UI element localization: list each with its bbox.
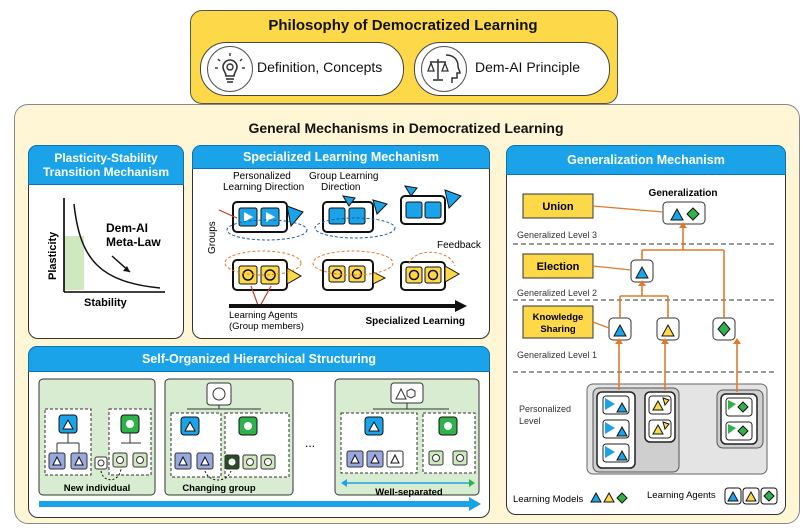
dem-ai-law-line1: Dem-AI bbox=[106, 221, 148, 235]
generalization-diagram: Generalization Union Generalized Level 3… bbox=[513, 188, 778, 505]
stage-new-individual-label: New individual bbox=[64, 483, 131, 494]
level3-label: Generalized Level 3 bbox=[517, 230, 597, 240]
dem-ai-law-line2: Meta-Law bbox=[106, 235, 161, 249]
groups-label: Groups bbox=[207, 221, 218, 254]
plasticity-stability-header: Plasticity-Stability Transition Mechanis… bbox=[28, 145, 184, 185]
definition-concepts-label: Definition, Concepts bbox=[257, 59, 383, 75]
feedback-label: Feedback bbox=[437, 240, 482, 251]
plasticity-title-line2: Transition Mechanism bbox=[42, 165, 170, 179]
knowledge-sharing-box bbox=[522, 305, 594, 339]
legend-models-label: Learning Models bbox=[513, 494, 583, 505]
general-mechanisms-title: General Mechanisms in Democratized Learn… bbox=[248, 120, 564, 136]
specialized-learning-arrow-label: Specialized Learning bbox=[366, 316, 465, 327]
personalized-direction-line1: Personalized bbox=[233, 171, 291, 182]
hierarchical-progress-arrow bbox=[39, 501, 469, 507]
specialized-learning-header: Specialized Learning Mechanism bbox=[192, 145, 490, 169]
definition-concepts-pill[interactable]: Definition, Concepts bbox=[200, 42, 404, 96]
personalized-direction-line2: Learning Direction bbox=[223, 182, 304, 193]
stage-ellipsis: ... bbox=[305, 436, 315, 450]
plasticity-shaded-area bbox=[64, 236, 84, 290]
personalized-level-line1: Personalized bbox=[519, 404, 571, 414]
level1-label: Generalized Level 1 bbox=[517, 350, 597, 360]
yellow-group-stage2 bbox=[312, 250, 394, 291]
group-direction-line2: Direction bbox=[321, 182, 360, 193]
philosophy-title: Philosophy of Democratized Learning bbox=[268, 16, 538, 34]
election-box bbox=[522, 253, 594, 279]
plasticity-axis-label: Plasticity bbox=[47, 231, 59, 280]
hierarchical-header: Self-Organized Hierarchical Structuring bbox=[28, 346, 490, 372]
blue-group-stage2 bbox=[314, 195, 396, 239]
aggregation-connectors bbox=[618, 226, 738, 392]
personalized-level-line2: Level bbox=[519, 416, 541, 426]
yellow-group-stage1 bbox=[224, 250, 303, 309]
legend-agents-label: Learning Agents bbox=[647, 490, 716, 501]
plasticity-title-line1: Plasticity-Stability bbox=[54, 151, 158, 165]
agents-label-line1: Learning Agents bbox=[229, 310, 298, 321]
agents-label-line2: (Group members) bbox=[229, 321, 304, 332]
stage-well-separated-label: Well-separated bbox=[375, 487, 443, 498]
union-box bbox=[522, 193, 594, 219]
transition-curve bbox=[73, 203, 161, 289]
specialized-learning-diagram: Personalized Learning Direction Group Le… bbox=[207, 171, 482, 332]
group-direction-line1: Group Learning bbox=[309, 171, 379, 182]
dem-ai-principle-label: Dem-AI Principle bbox=[475, 59, 581, 75]
union-label: Union bbox=[542, 201, 573, 213]
level2-label: Generalized Level 2 bbox=[517, 288, 597, 298]
blue-group-stage1 bbox=[218, 201, 308, 241]
plasticity-stability-curve-chart: Dem-AI Meta-Law Plasticity Stability bbox=[47, 198, 165, 309]
stage-changing-group-label: Changing group bbox=[182, 483, 256, 494]
hierarchical-diagram: New individual Changing group ... Well-s… bbox=[38, 378, 481, 511]
scales-head-icon bbox=[421, 46, 467, 92]
blue-group-stage3 bbox=[400, 185, 462, 225]
knowledge-sharing-line2: Sharing bbox=[540, 324, 576, 335]
dem-ai-principle-pill[interactable]: Dem-AI Principle bbox=[414, 42, 610, 96]
generalization-header: Generalization Mechanism bbox=[506, 145, 786, 175]
yellow-group-stage3 bbox=[400, 251, 461, 291]
knowledge-sharing-line1: Knowledge bbox=[533, 312, 584, 323]
generalization-top-label: Generalization bbox=[649, 188, 718, 199]
lightbulb-gear-icon bbox=[207, 46, 253, 92]
election-label: Election bbox=[537, 261, 580, 273]
stability-axis-label: Stability bbox=[84, 297, 128, 309]
